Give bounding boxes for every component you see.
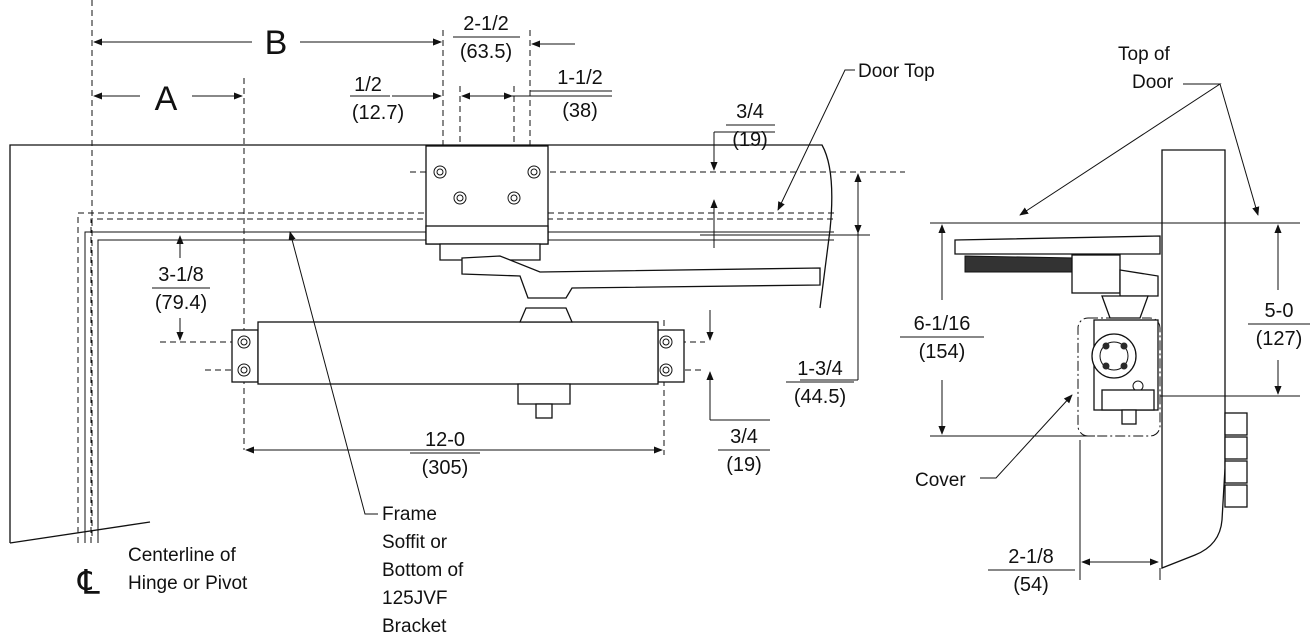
side-closer-body xyxy=(1091,319,1159,425)
door-top-dashed xyxy=(77,212,834,543)
dim-3-1-8-label: 3-1/8 xyxy=(158,264,204,286)
top-of-door-label-line-2: Door xyxy=(1132,72,1174,93)
cover-leader xyxy=(980,394,1073,479)
front-view xyxy=(9,0,905,544)
side-arm-assembly xyxy=(954,235,1161,319)
door-bottom-edge xyxy=(9,521,151,544)
dim-154-label: (154) xyxy=(919,341,966,363)
arm-bracket xyxy=(425,145,549,261)
dim-a-label: A xyxy=(155,80,178,118)
dim-1-2-label: 1/2 xyxy=(354,74,382,96)
door-top-leader xyxy=(777,69,855,211)
dim-3-4-top-label: 3/4 xyxy=(736,101,764,123)
top-of-door-leader-2 xyxy=(1219,83,1260,216)
dim-305-label: (305) xyxy=(422,457,469,479)
dim-b-label: B xyxy=(265,24,288,62)
closer-body xyxy=(231,307,685,419)
dim-19-bottom-label: (19) xyxy=(726,454,762,476)
frame-label-line-5: Bracket xyxy=(382,616,447,637)
hinge-blocks xyxy=(1224,412,1248,508)
frame-soffit-line xyxy=(84,231,834,543)
frame-label-line-2: Soffit or xyxy=(382,532,448,553)
frame-soffit-inner xyxy=(97,239,834,543)
cover-label: Cover xyxy=(915,470,966,491)
closer-arm xyxy=(461,255,821,299)
dim-12-0-label: 12-0 xyxy=(425,429,465,451)
dim-2-1-8-label: 2-1/8 xyxy=(1008,546,1054,568)
dim-54-label: (54) xyxy=(1013,574,1049,596)
callout-texts: Door Top Top of Door Cover Frame Soffit … xyxy=(77,44,1174,637)
dim-5-0-label: 5-0 xyxy=(1265,300,1294,322)
dimension-texts: B A 2-1/2 (63.5) 1/2 (12.7) 1-1/2 (38) 3… xyxy=(155,13,1303,596)
frame-label-line-3: Bottom of xyxy=(382,560,464,581)
side-door-leaf xyxy=(1161,149,1226,569)
closer-cover-outline xyxy=(1077,317,1161,437)
side-view xyxy=(930,83,1300,580)
dim-3-4-bottom-label: 3/4 xyxy=(730,426,758,448)
dim-2-1-2-label: 2-1/2 xyxy=(463,13,509,35)
centerline-label-line-2: Hinge or Pivot xyxy=(128,573,248,594)
dim-1-3-4-label: 1-3/4 xyxy=(797,358,843,380)
dim-44-5-label: (44.5) xyxy=(794,386,846,408)
frame-soffit-leader xyxy=(288,231,378,515)
dim-38-label: (38) xyxy=(562,100,598,122)
dim-6-1-16-label: 6-1/16 xyxy=(914,313,971,335)
top-of-door-label-line-1: Top of xyxy=(1118,44,1170,65)
frame-label-line-4: 125JVF xyxy=(382,588,447,609)
centerline-symbol: ℄ xyxy=(77,564,100,602)
dim-19-top-label: (19) xyxy=(732,129,768,151)
fraction-bars xyxy=(152,36,1310,571)
door-outline xyxy=(9,144,833,543)
centerline-label-line-1: Centerline of xyxy=(128,545,236,566)
dim-127-label: (127) xyxy=(1256,328,1303,350)
dim-79-4-label: (79.4) xyxy=(155,292,207,314)
door-top-label: Door Top xyxy=(858,61,935,82)
dim-1-1-2-label: 1-1/2 xyxy=(557,67,603,89)
dim-12-7-label: (12.7) xyxy=(352,102,404,124)
door-top-dashed-2 xyxy=(90,218,834,543)
frame-label-line-1: Frame xyxy=(382,504,437,525)
dim-63-5-label: (63.5) xyxy=(460,41,512,63)
